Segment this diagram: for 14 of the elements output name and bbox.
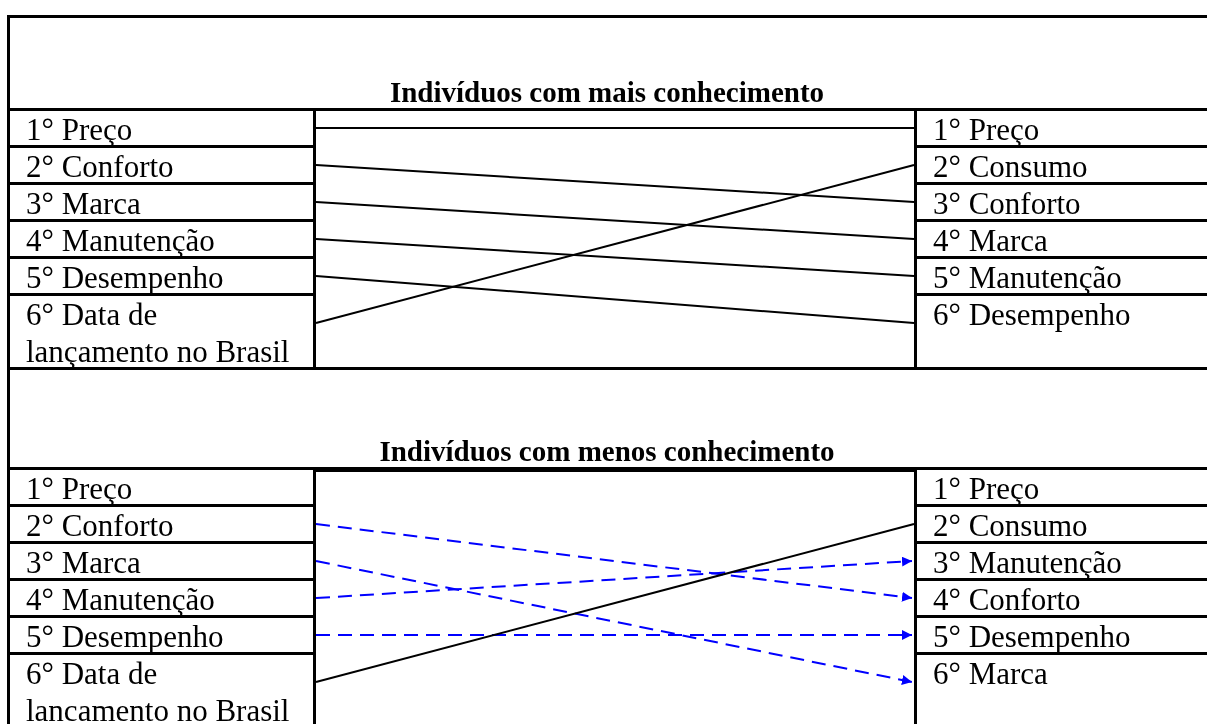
arrow <box>315 560 913 685</box>
section-heading: Indivíduos com menos conhecimento <box>378 435 836 468</box>
connector-line <box>315 238 915 277</box>
connector-line <box>315 275 915 324</box>
connector-line <box>315 523 915 683</box>
arrow <box>315 630 913 640</box>
connector-line <box>315 201 915 240</box>
connector-line <box>315 127 915 129</box>
arrow <box>315 556 913 599</box>
connector-line <box>315 164 915 203</box>
connector-line <box>315 470 915 472</box>
connector-line <box>315 164 915 324</box>
section-heading: Indivíduos com mais conhecimento <box>388 76 826 109</box>
arrow <box>315 523 913 602</box>
